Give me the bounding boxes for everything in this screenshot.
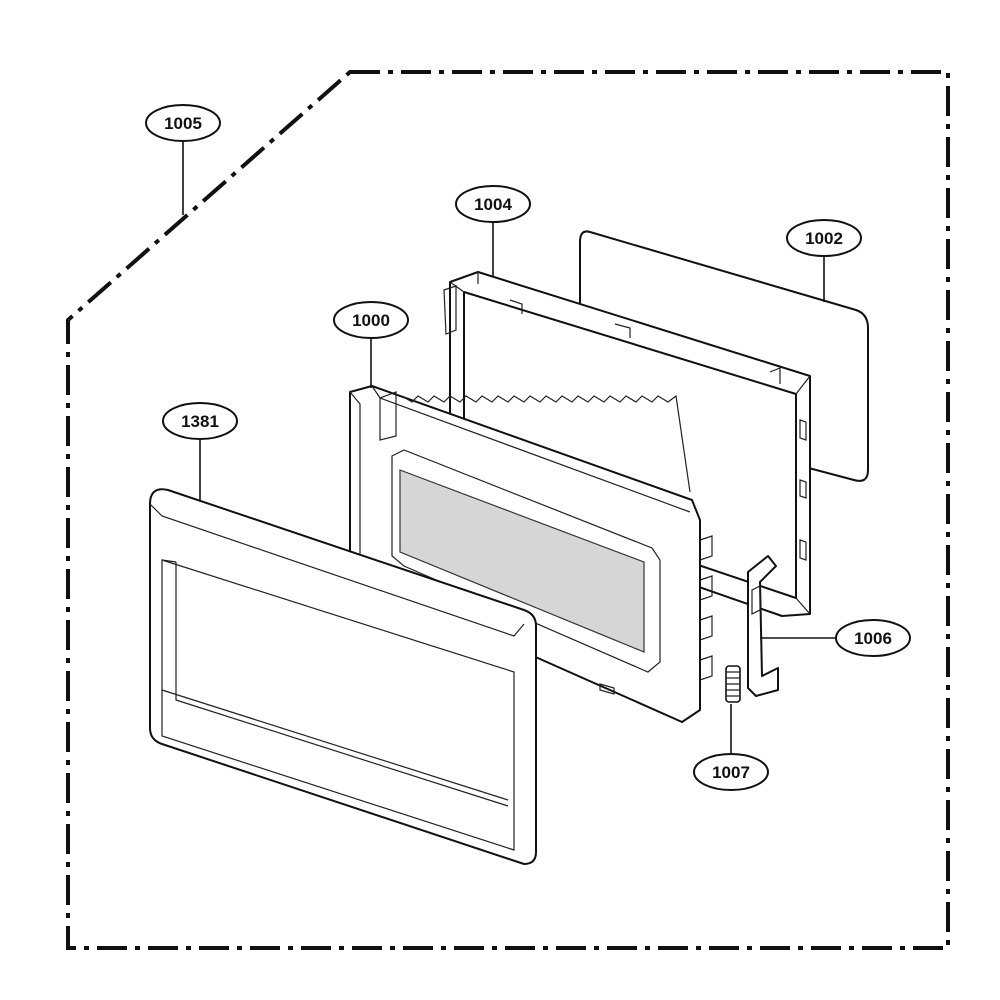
callout-1007: 1007 [693,753,769,791]
callout-1006: 1006 [835,619,911,657]
callout-label: 1381 [181,412,219,431]
callout-1005: 1005 [145,104,221,142]
callout-label: 1006 [854,629,892,648]
callout-1004: 1004 [455,185,531,223]
callout-label: 1005 [164,114,202,133]
callout-label: 1002 [805,229,843,248]
callout-label: 1007 [712,763,750,782]
callout-1381: 1381 [162,402,238,440]
callout-1000: 1000 [333,301,409,339]
callout-label: 1000 [352,311,390,330]
door-panel-part [349,385,713,723]
door-cover-part [149,488,537,865]
latch-hook-part [747,555,779,697]
assembly-boundary [66,70,950,950]
callout-label: 1004 [474,195,512,214]
spring-part [725,665,741,703]
callout-1002: 1002 [786,219,862,257]
